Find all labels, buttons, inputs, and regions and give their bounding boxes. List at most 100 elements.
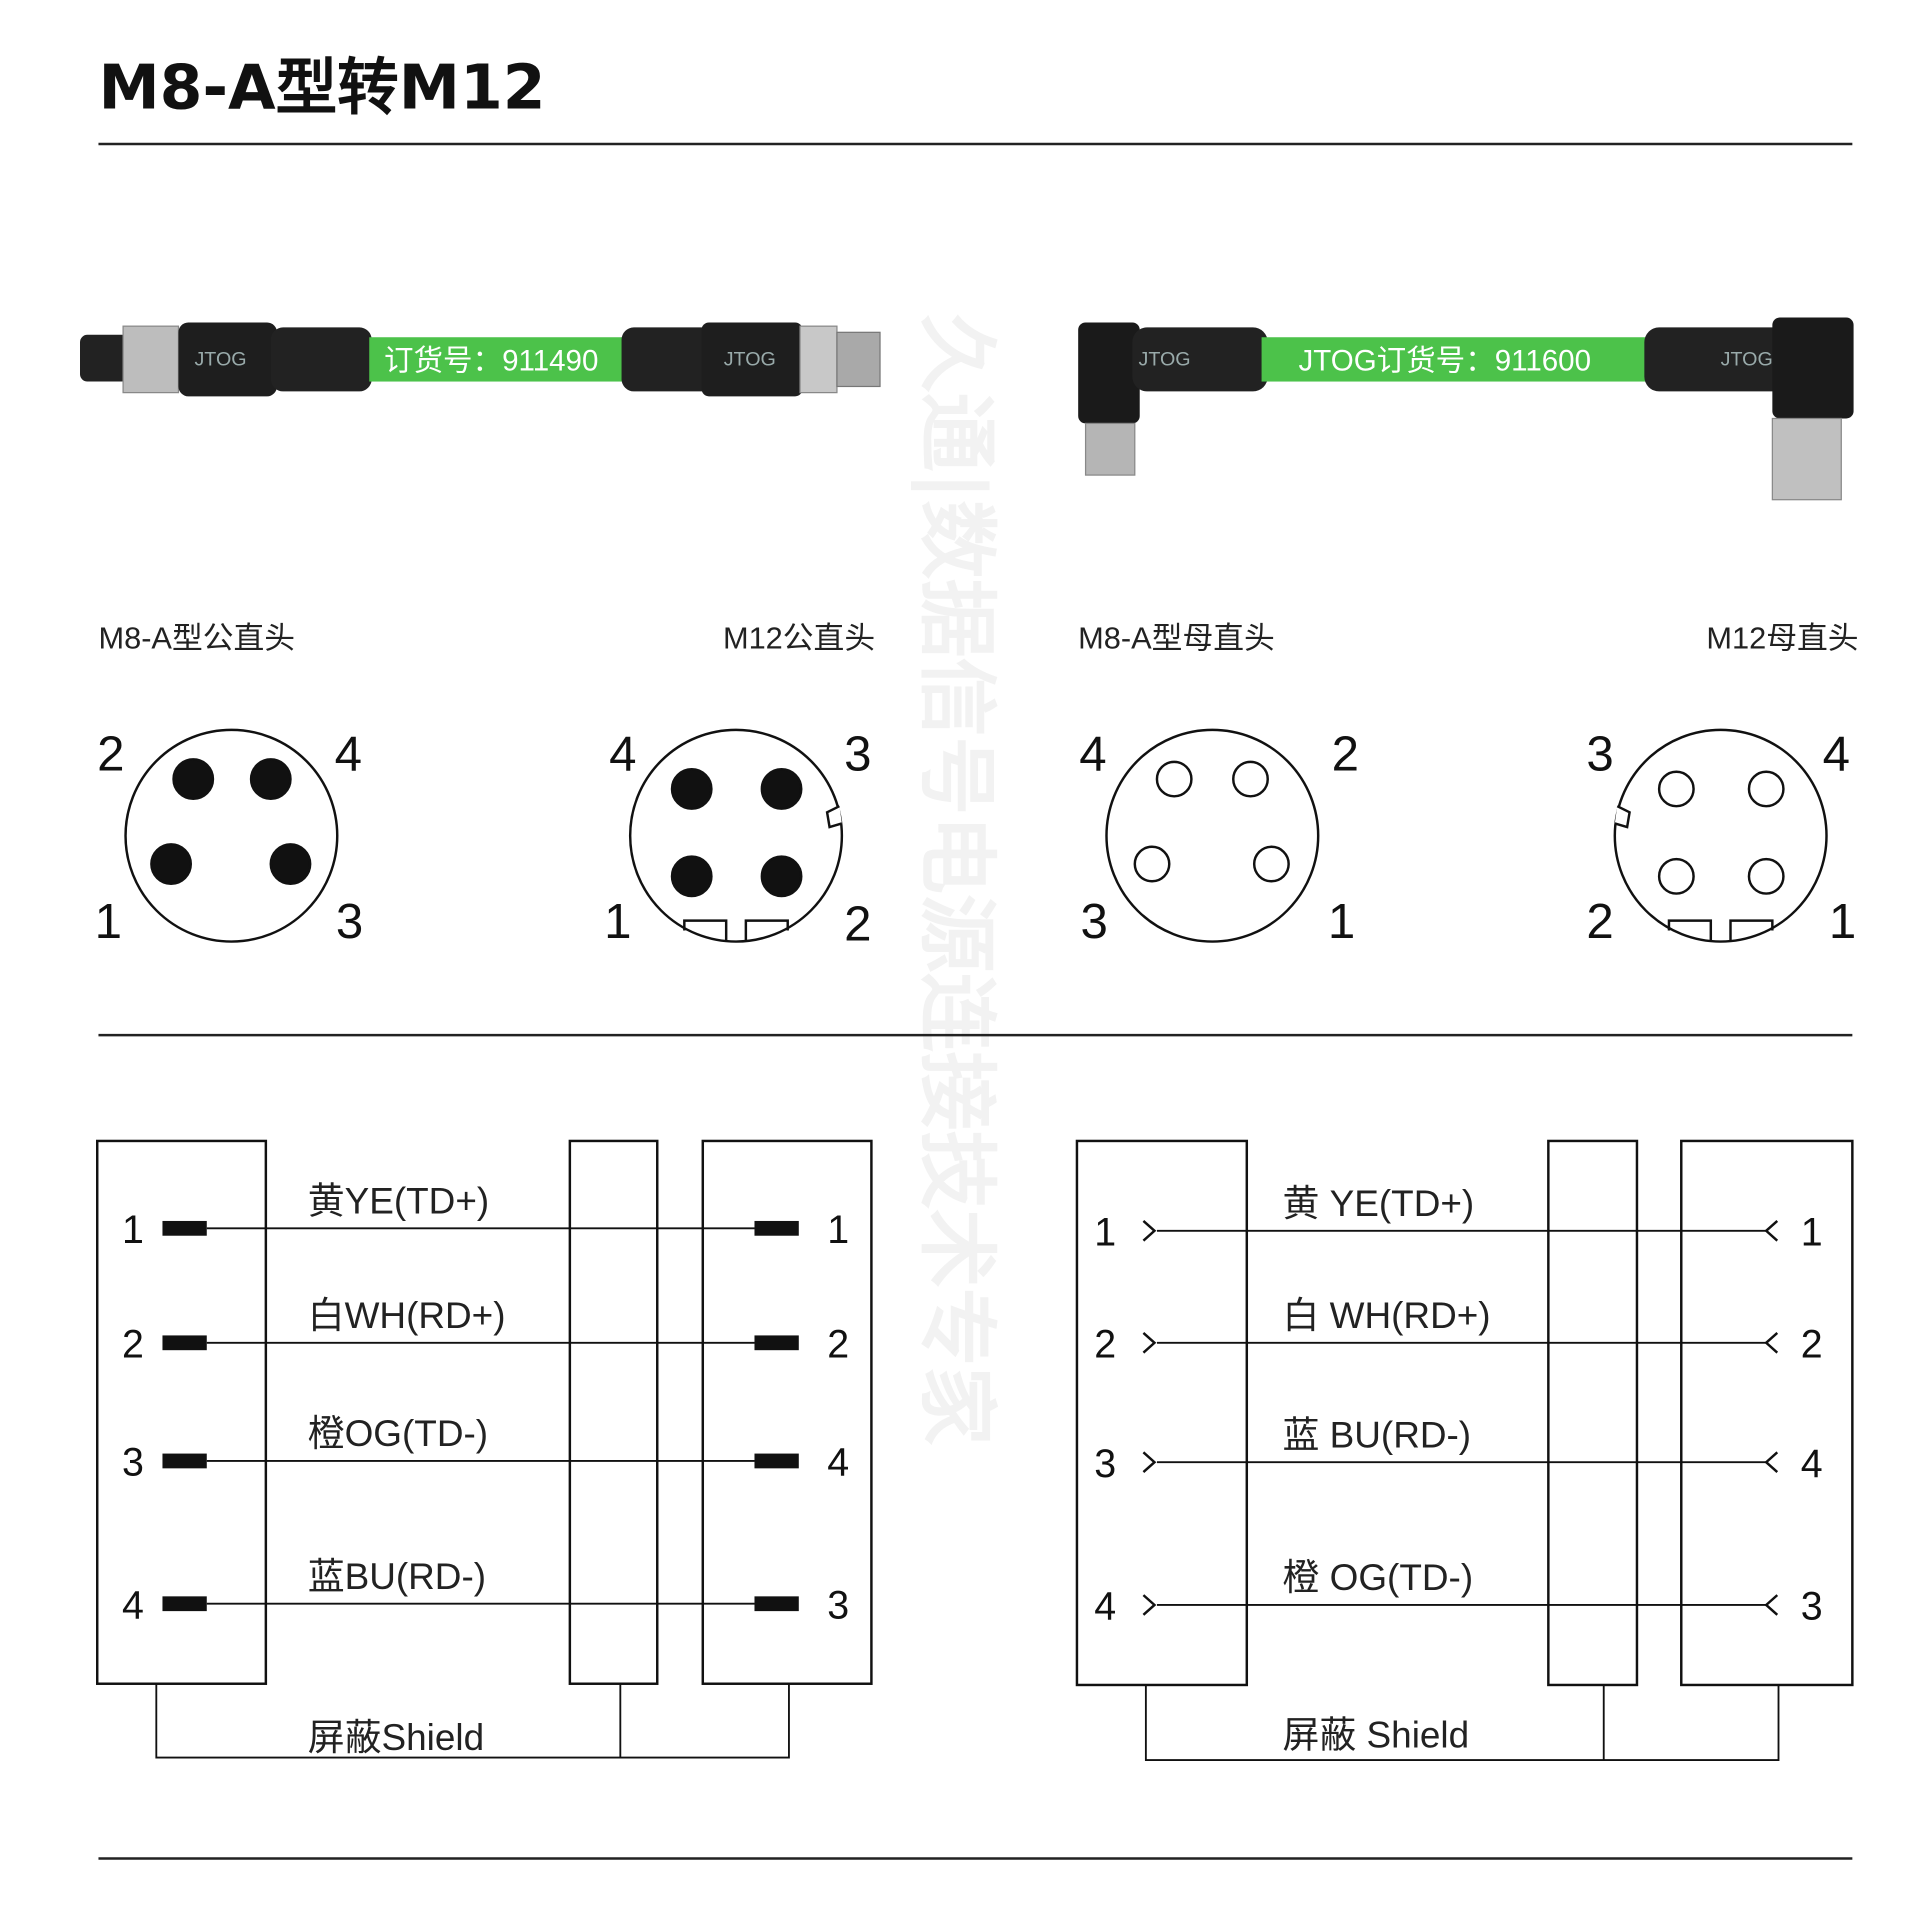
socket-contact xyxy=(1657,857,1695,895)
pin-number: 4 xyxy=(335,726,362,781)
pin-contact xyxy=(150,843,193,885)
connector-face xyxy=(628,728,844,943)
right-pin-number: 2 xyxy=(1801,1323,1823,1367)
m12-thread xyxy=(836,331,881,388)
shield-line xyxy=(155,1683,790,1759)
wire-color-label: 橙OG(TD-) xyxy=(308,1413,488,1454)
right-pin-number: 1 xyxy=(1801,1211,1823,1255)
m8-overmold-tail xyxy=(270,327,372,392)
male-pin-icon xyxy=(162,1335,207,1351)
order-number: JTOG订货号：911600 xyxy=(1298,344,1591,377)
pin-number: 2 xyxy=(844,896,871,951)
m12-overmold xyxy=(1644,327,1793,392)
coding-key xyxy=(1667,919,1774,941)
coding-key xyxy=(683,919,789,941)
right-pin-number: 2 xyxy=(827,1323,849,1367)
cable-assembly-911600: JTOG JTOG订货号：911600 JTOG xyxy=(1078,317,1854,501)
male-pin-icon xyxy=(162,1220,207,1236)
left-pin-number: 2 xyxy=(1094,1323,1116,1367)
pin-number: 2 xyxy=(1586,894,1613,949)
connector-face xyxy=(1613,728,1828,943)
female-socket-icon xyxy=(1764,1220,1779,1242)
pin-contact xyxy=(269,843,312,885)
left-pin-number: 2 xyxy=(122,1323,144,1367)
right-connector-block xyxy=(1680,1139,1854,1687)
left-pin-number: 4 xyxy=(1094,1585,1116,1629)
male-pin-icon xyxy=(754,1220,799,1236)
pin-number: 3 xyxy=(1586,726,1613,781)
right-pin-number: 4 xyxy=(1801,1442,1823,1486)
wiring-diagram-1: 1 1 黄YE(TD+) 2 2 白WH(RD+) 3 4 橙OG(TD-)4 3 蓝BU(RD-)… xyxy=(96,1139,873,1759)
pin-number: 4 xyxy=(1823,726,1850,781)
male-pin-icon xyxy=(754,1596,799,1612)
left-pin-number: 1 xyxy=(1094,1211,1116,1255)
pin-number: 4 xyxy=(609,726,636,781)
m8-angled-body xyxy=(1078,322,1140,424)
left-pin-number: 3 xyxy=(1094,1442,1116,1486)
pin-number: 2 xyxy=(1332,726,1359,781)
connector-label-m12-female: M12母直头 xyxy=(1706,621,1858,656)
wire-color-label: 白 WH(RD+) xyxy=(1282,1295,1490,1336)
shield-label: 屏蔽 Shield xyxy=(1282,1715,1469,1756)
wire-row: 2 2 白WH(RD+) xyxy=(122,1295,849,1367)
wire-color-label: 蓝BU(RD-) xyxy=(308,1556,486,1597)
pinout-m12-female: 3 4 2 1 xyxy=(1586,726,1856,948)
brand-logo: JTOG xyxy=(724,349,776,371)
brand-logo: JTOG xyxy=(194,349,246,371)
cable-block xyxy=(568,1139,659,1685)
right-pin-number: 3 xyxy=(827,1584,849,1628)
left-pin-number: 1 xyxy=(122,1208,144,1252)
pin-number: 1 xyxy=(1829,894,1856,949)
wire-row: 1 1 黄YE(TD+) xyxy=(122,1181,849,1253)
right-pin-number: 4 xyxy=(827,1441,849,1485)
connector-label-m8-female: M8-A型母直头 xyxy=(1078,621,1275,656)
socket-contact xyxy=(1133,845,1171,883)
brand-logo: JTOG xyxy=(1138,349,1190,371)
pin-number: 3 xyxy=(1080,894,1107,949)
wire-row: 3 4 橙OG(TD-) xyxy=(122,1413,849,1485)
brand-logo: JTOG xyxy=(1721,349,1773,371)
pin-number: 1 xyxy=(1328,894,1355,949)
left-connector-block xyxy=(1075,1139,1249,1687)
socket-contact xyxy=(1252,845,1290,883)
socket-contact xyxy=(1155,760,1193,798)
m8-overmold xyxy=(178,322,277,397)
socket-contact xyxy=(1747,857,1785,895)
pin-number: 3 xyxy=(844,726,871,781)
m12-overmold xyxy=(701,322,803,397)
wire-color-label: 橙 OG(TD-) xyxy=(1282,1557,1473,1598)
connector-face xyxy=(1105,728,1320,943)
m12-angled-body xyxy=(1772,317,1854,419)
connector-label-m12-male: M12公直头 xyxy=(723,621,875,656)
connector-label-m8-male: M8-A型公直头 xyxy=(98,621,295,656)
right-connector-block xyxy=(701,1139,873,1685)
pin-number: 2 xyxy=(97,726,124,781)
wire-color-label: 黄 YE(TD+) xyxy=(1282,1183,1474,1224)
right-pin-number: 1 xyxy=(827,1208,849,1252)
female-socket-icon xyxy=(1764,1451,1779,1473)
pin-contact xyxy=(172,758,215,801)
male-pin-icon xyxy=(162,1453,207,1469)
pin-contact xyxy=(670,768,713,810)
shield-label: 屏蔽Shield xyxy=(308,1717,484,1758)
cable-block xyxy=(1547,1139,1639,1687)
m8-overmold xyxy=(1132,327,1268,392)
wire-color-label: 黄YE(TD+) xyxy=(308,1181,489,1222)
left-pin-number: 3 xyxy=(122,1441,144,1485)
page-title: M8-A型转M12 xyxy=(98,51,545,123)
cable-assembly-911490: JTOG 订货号：911490 JTOG xyxy=(80,322,881,397)
m8-knurled-nut xyxy=(122,325,180,394)
m8-plug-tip xyxy=(80,334,130,382)
wire-color-label: 白WH(RD+) xyxy=(308,1295,506,1336)
left-connector-block xyxy=(96,1139,268,1685)
m8-coupling-nut xyxy=(1084,422,1136,476)
